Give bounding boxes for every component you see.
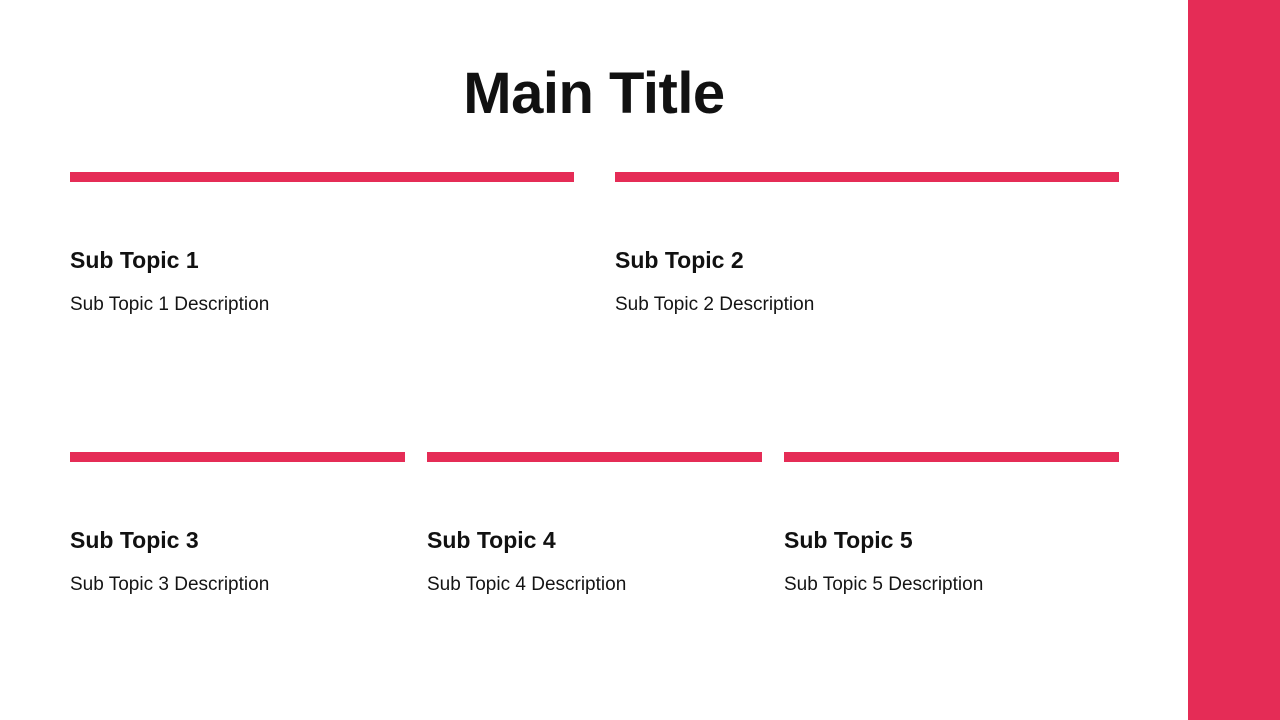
topic-description-1: Sub Topic 1 Description (70, 294, 270, 315)
topic-block-2: Sub Topic 2 Sub Topic 2 Description (615, 172, 1119, 318)
topic-heading-3: Sub Topic 3 (70, 527, 199, 553)
slide-content-panel (0, 0, 1188, 720)
topic-rule-3 (70, 452, 405, 462)
topic-description-2: Sub Topic 2 Description (615, 294, 815, 315)
topic-heading-1: Sub Topic 1 (70, 247, 199, 273)
topic-block-1: Sub Topic 1 Sub Topic 1 Description (70, 172, 574, 318)
topic-block-5: Sub Topic 5 Sub Topic 5 Description (784, 452, 1119, 598)
topic-rule-5 (784, 452, 1119, 462)
topic-rule-2 (615, 172, 1119, 182)
topic-rule-1 (70, 172, 574, 182)
topic-heading-5: Sub Topic 5 (784, 527, 913, 553)
topic-description-4: Sub Topic 4 Description (427, 574, 627, 595)
topic-description-5: Sub Topic 5 Description (784, 574, 984, 595)
right-accent-bar (1188, 0, 1280, 720)
topic-heading-4: Sub Topic 4 (427, 527, 556, 553)
topic-rule-4 (427, 452, 762, 462)
topic-block-3: Sub Topic 3 Sub Topic 3 Description (70, 452, 405, 598)
page-title: Main Title (463, 61, 725, 126)
topic-block-4: Sub Topic 4 Sub Topic 4 Description (427, 452, 762, 598)
topic-heading-2: Sub Topic 2 (615, 247, 744, 273)
topic-description-3: Sub Topic 3 Description (70, 574, 270, 595)
